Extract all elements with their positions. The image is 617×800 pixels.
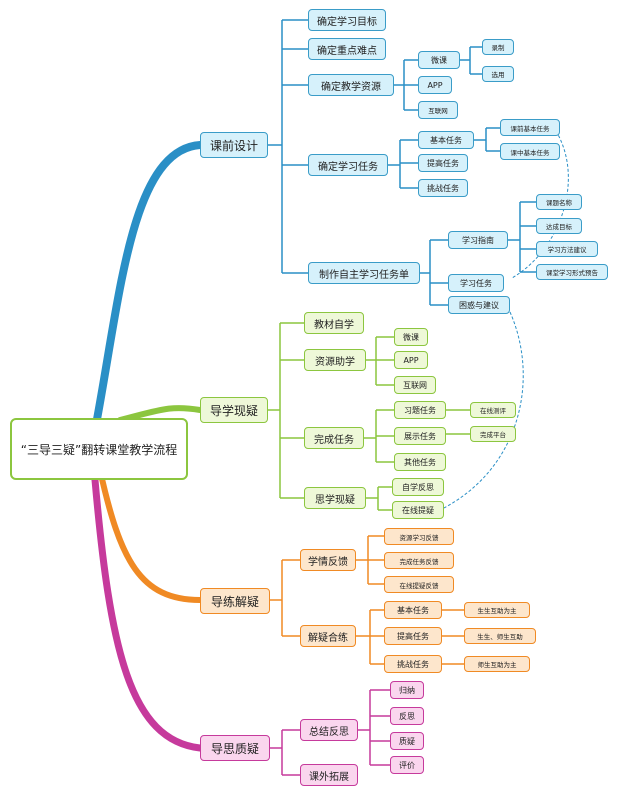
branch-b2: 导学现疑 xyxy=(200,397,268,423)
b4-c2: 课外拓展 xyxy=(300,764,358,786)
b4-c1: 总结反思 xyxy=(300,719,358,741)
b4-c1-b: 反思 xyxy=(390,707,424,725)
b4-c1-c: 质疑 xyxy=(390,732,424,750)
b1-c4-jb-a: 课前基本任务 xyxy=(500,119,560,136)
b1-c4: 确定学习任务 xyxy=(308,154,388,176)
b2-c2: 资源助学 xyxy=(304,349,366,371)
branch-line-b2 xyxy=(117,405,203,423)
b2-c4-fs: 自学反思 xyxy=(392,478,444,496)
b3-c2-tg: 提高任务 xyxy=(384,627,442,645)
b1-c4-tz: 挑战任务 xyxy=(418,179,468,197)
b3-c2-jb: 基本任务 xyxy=(384,601,442,619)
branch-b1: 课前设计 xyxy=(200,132,268,158)
b1-c5-zn-d: 课堂学习形式预告 xyxy=(536,264,608,280)
b2-c3: 完成任务 xyxy=(304,427,364,449)
b4-c1-d: 评价 xyxy=(390,756,424,774)
b1-c5-zn-b: 达成目标 xyxy=(536,218,582,234)
b1-c3-wk-a: 录制 xyxy=(482,39,514,55)
b2-c4-ty: 在线提疑 xyxy=(392,501,444,519)
b2-c3-xt: 习题任务 xyxy=(394,401,446,419)
b3-c1-b: 完成任务反馈 xyxy=(384,552,454,569)
b1-c3: 确定教学资源 xyxy=(308,74,394,96)
b2-c2-wk: 微课 xyxy=(394,328,428,346)
branch-line-b4 xyxy=(91,476,204,752)
b2-c3-xt-note: 在线测评 xyxy=(470,402,516,418)
b2-c1: 教材自学 xyxy=(304,312,364,334)
b1-c4-jb: 基本任务 xyxy=(418,131,474,149)
b3-c1-c: 在线提疑反馈 xyxy=(384,576,454,593)
b1-c5: 制作自主学习任务单 xyxy=(308,262,420,284)
b1-c4-jb-b: 课中基本任务 xyxy=(500,143,560,160)
b1-c2: 确定重点难点 xyxy=(308,38,386,60)
b1-c5-rw: 学习任务 xyxy=(448,274,504,292)
root-node: “三导三疑”翻转课堂教学流程 xyxy=(10,418,188,480)
b1-c3-wk: 微课 xyxy=(418,51,460,69)
b3-c2-tz-n: 师生互助为主 xyxy=(464,656,530,672)
b2-c2-app: APP xyxy=(394,351,428,369)
b3-c1-a: 资源学习反馈 xyxy=(384,528,454,545)
b2-c2-hlw: 互联网 xyxy=(394,376,436,394)
b3-c1: 学情反馈 xyxy=(300,549,356,571)
b1-c4-tg: 提高任务 xyxy=(418,154,468,172)
b2-c3-qt: 其他任务 xyxy=(394,453,446,471)
branch-b3: 导练解疑 xyxy=(200,588,270,614)
b1-c3-hlw: 互联网 xyxy=(418,101,458,119)
b2-c3-zs: 展示任务 xyxy=(394,427,446,445)
b2-c3-zs-note: 完成平台 xyxy=(470,426,516,442)
branch-line-b3 xyxy=(97,467,203,603)
b1-c5-zn: 学习指南 xyxy=(448,231,508,249)
b1-c5-zn-a: 课题名称 xyxy=(536,194,582,210)
b4-c1-a: 归纳 xyxy=(390,681,424,699)
branch-line-b1 xyxy=(91,141,204,434)
b3-c2-tz: 挑战任务 xyxy=(384,655,442,673)
b2-c4: 思学现疑 xyxy=(304,487,366,509)
b1-c5-zn-c: 学习方法建议 xyxy=(536,241,598,257)
b3-c2: 解疑合练 xyxy=(300,625,356,647)
b1-c5-kh: 困惑与建议 xyxy=(448,296,510,314)
b1-c3-wk-b: 选用 xyxy=(482,66,514,82)
b1-c1: 确定学习目标 xyxy=(308,9,386,31)
b3-c2-jb-n: 生生互助为主 xyxy=(464,602,530,618)
branch-b4: 导思质疑 xyxy=(200,735,270,761)
b1-c3-app: APP xyxy=(418,76,452,94)
b3-c2-tg-n: 生生、师生互助 xyxy=(464,628,536,644)
